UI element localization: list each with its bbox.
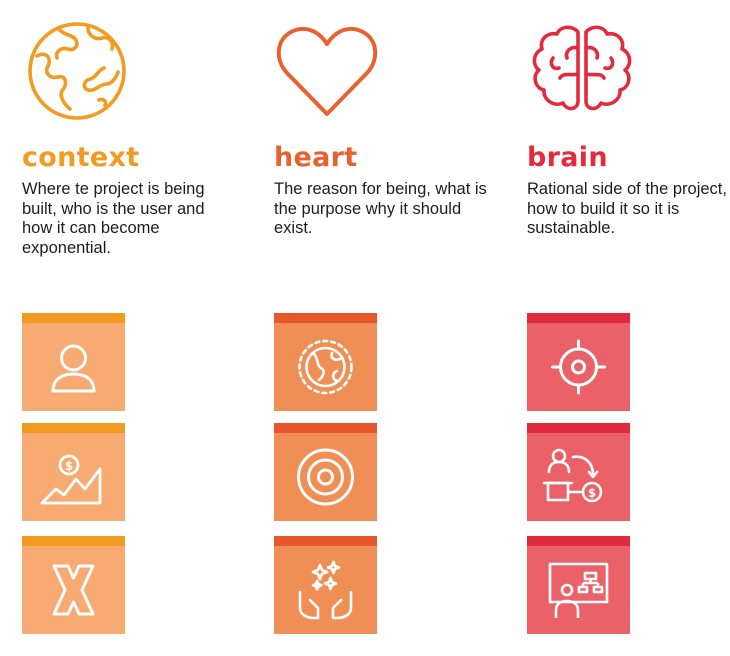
hands-sparkles-icon xyxy=(298,560,353,620)
business-model-icon: $ xyxy=(542,448,603,503)
tile-sparkle-globe xyxy=(274,313,377,411)
exponential-x-icon xyxy=(52,564,95,616)
crosshair-icon xyxy=(551,339,606,395)
tile-presentation xyxy=(527,536,630,634)
growth-chart-icon: $ xyxy=(40,454,102,505)
tile-crosshair xyxy=(527,313,630,411)
sparkle-globe-icon xyxy=(298,339,353,395)
tile-user xyxy=(22,313,125,411)
heart-icon xyxy=(276,26,378,116)
tile-growth-chart: $ xyxy=(22,423,125,521)
column-context: context Where te project is being built,… xyxy=(22,0,252,656)
tile-exponential-x xyxy=(22,536,125,634)
brain-icon xyxy=(532,25,632,111)
description-brain: Rational side of the project, how to bui… xyxy=(527,180,727,237)
title-heart: heart xyxy=(274,142,358,173)
globe-icon xyxy=(28,22,126,120)
tile-target xyxy=(274,423,377,521)
description-context: Where te project is being built, who is … xyxy=(22,180,205,257)
title-context: context xyxy=(22,142,140,173)
svg-text:$: $ xyxy=(65,459,73,473)
title-brain: brain xyxy=(527,142,608,173)
tile-hands-sparkles xyxy=(274,536,377,634)
description-heart: The reason for being, what is the purpos… xyxy=(274,180,487,237)
column-heart: heart The reason for being, what is the … xyxy=(274,0,504,656)
presentation-icon xyxy=(548,562,609,618)
svg-text:$: $ xyxy=(588,486,596,500)
column-brain: brain Rational side of the project, how … xyxy=(527,0,730,656)
user-icon xyxy=(51,344,96,393)
tile-business-model: $ xyxy=(527,423,630,521)
target-icon xyxy=(297,448,354,506)
